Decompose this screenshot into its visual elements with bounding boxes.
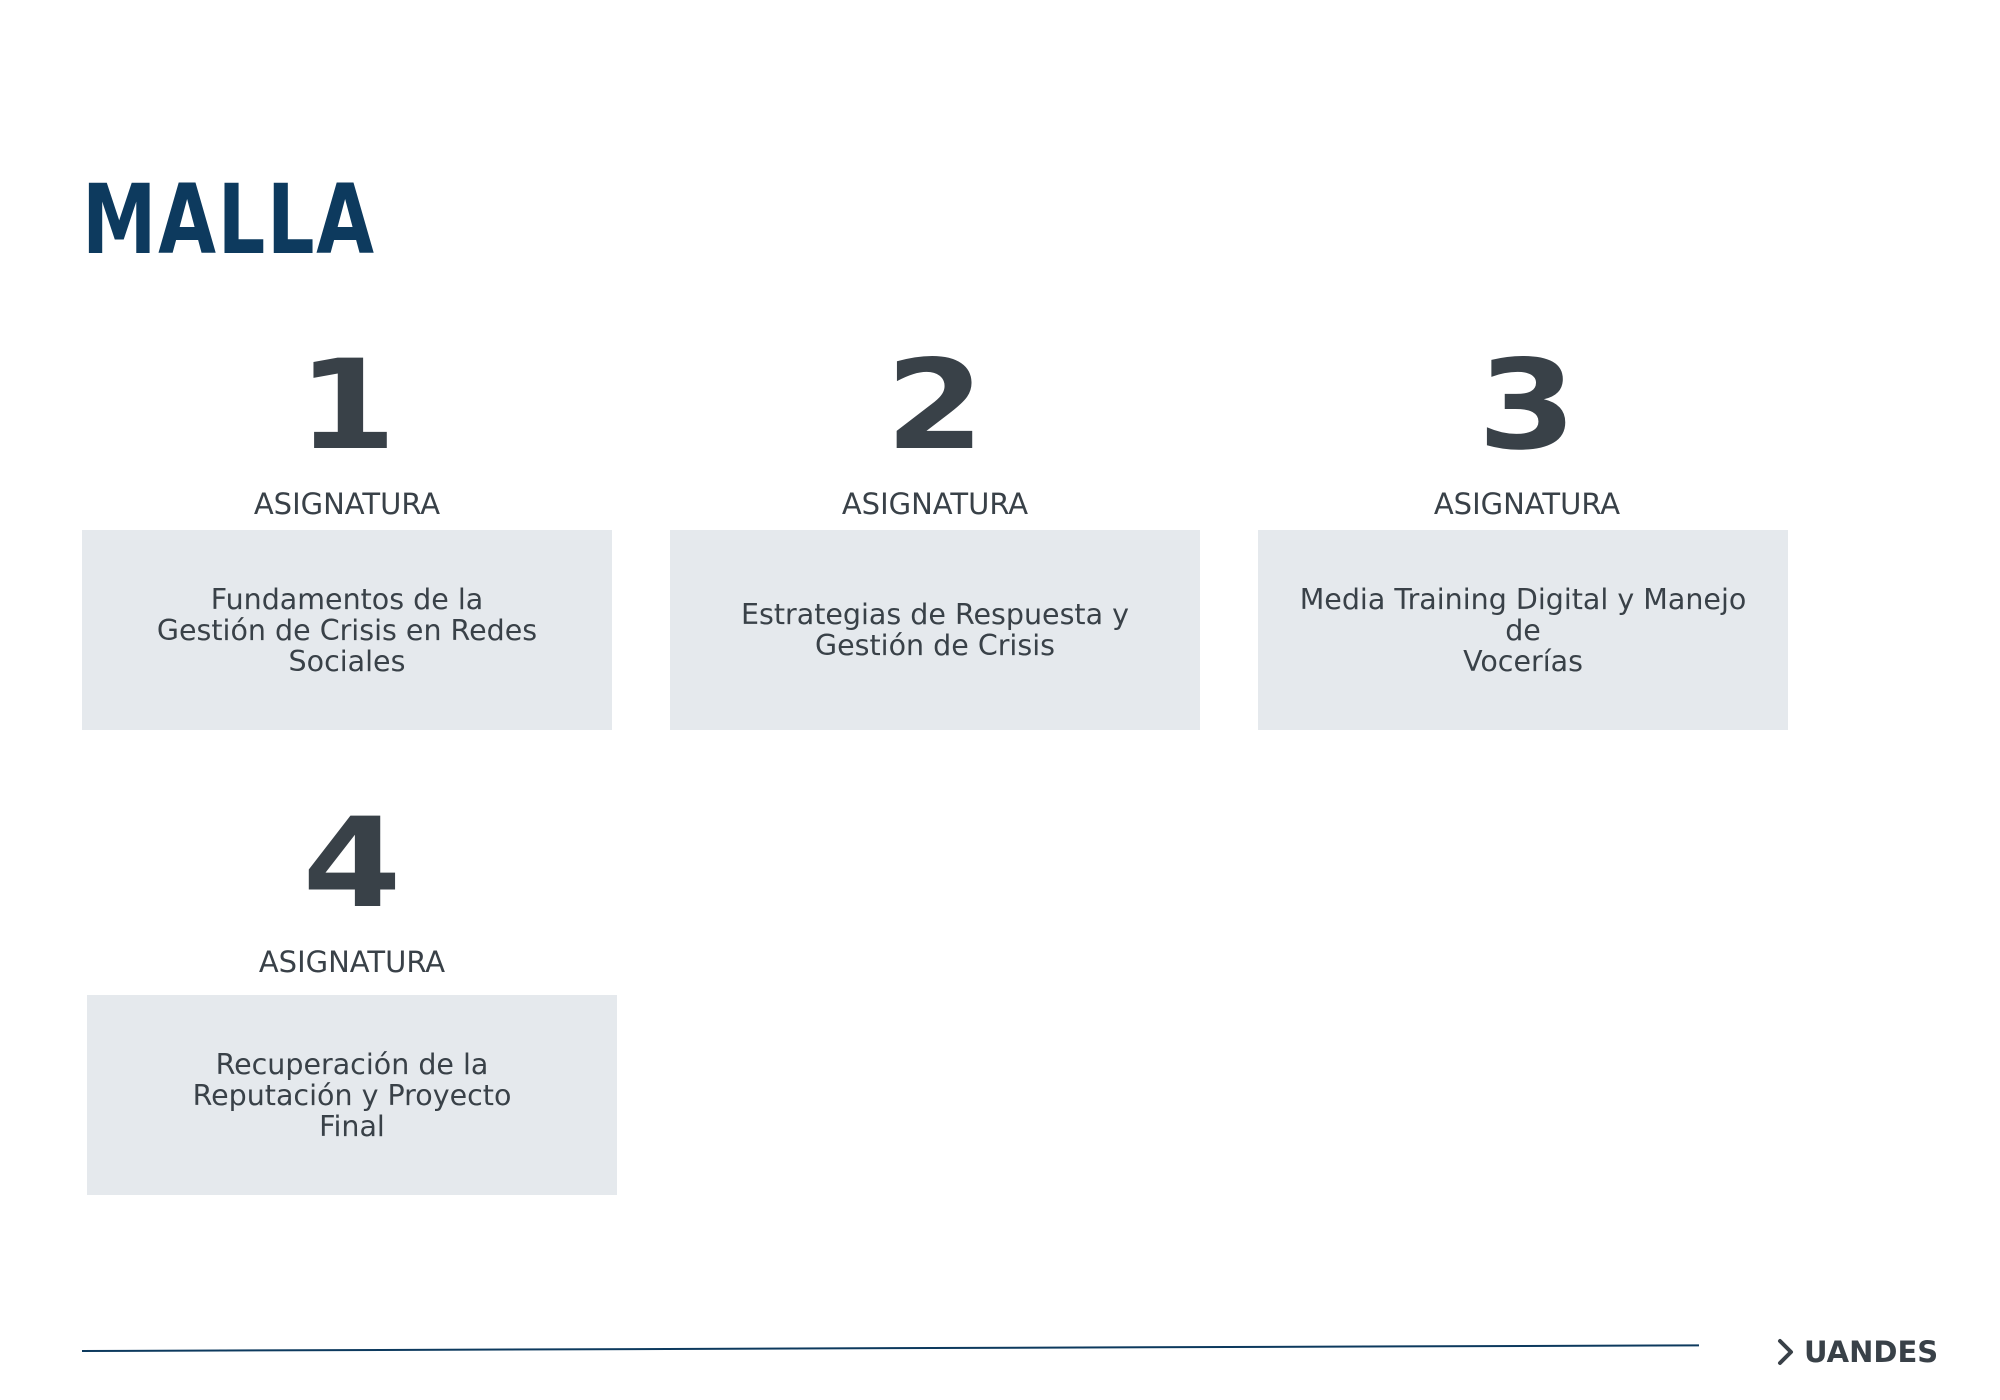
footer-divider (81, 1344, 1699, 1352)
brand-logo: UANDES (1776, 1335, 1938, 1369)
chevron-right-icon (1776, 1338, 1796, 1366)
course-3: 3 ASIGNATURA (1262, 344, 1792, 519)
course-label: ASIGNATURA (258, 945, 446, 979)
course-number: 4 (302, 792, 402, 936)
brand-name: UANDES (1804, 1335, 1939, 1369)
page-title: MALLA (82, 164, 376, 276)
course-2: 2 ASIGNATURA (670, 344, 1200, 519)
course-number: 3 (1477, 334, 1577, 478)
course-number: 1 (297, 334, 397, 478)
course-1: 1 ASIGNATURA (82, 344, 612, 519)
course-label: ASIGNATURA (841, 487, 1029, 521)
course-label: ASIGNATURA (1433, 487, 1621, 521)
course-4: 4 ASIGNATURA (87, 802, 617, 977)
course-number: 2 (885, 334, 985, 478)
course-label: ASIGNATURA (253, 487, 441, 521)
